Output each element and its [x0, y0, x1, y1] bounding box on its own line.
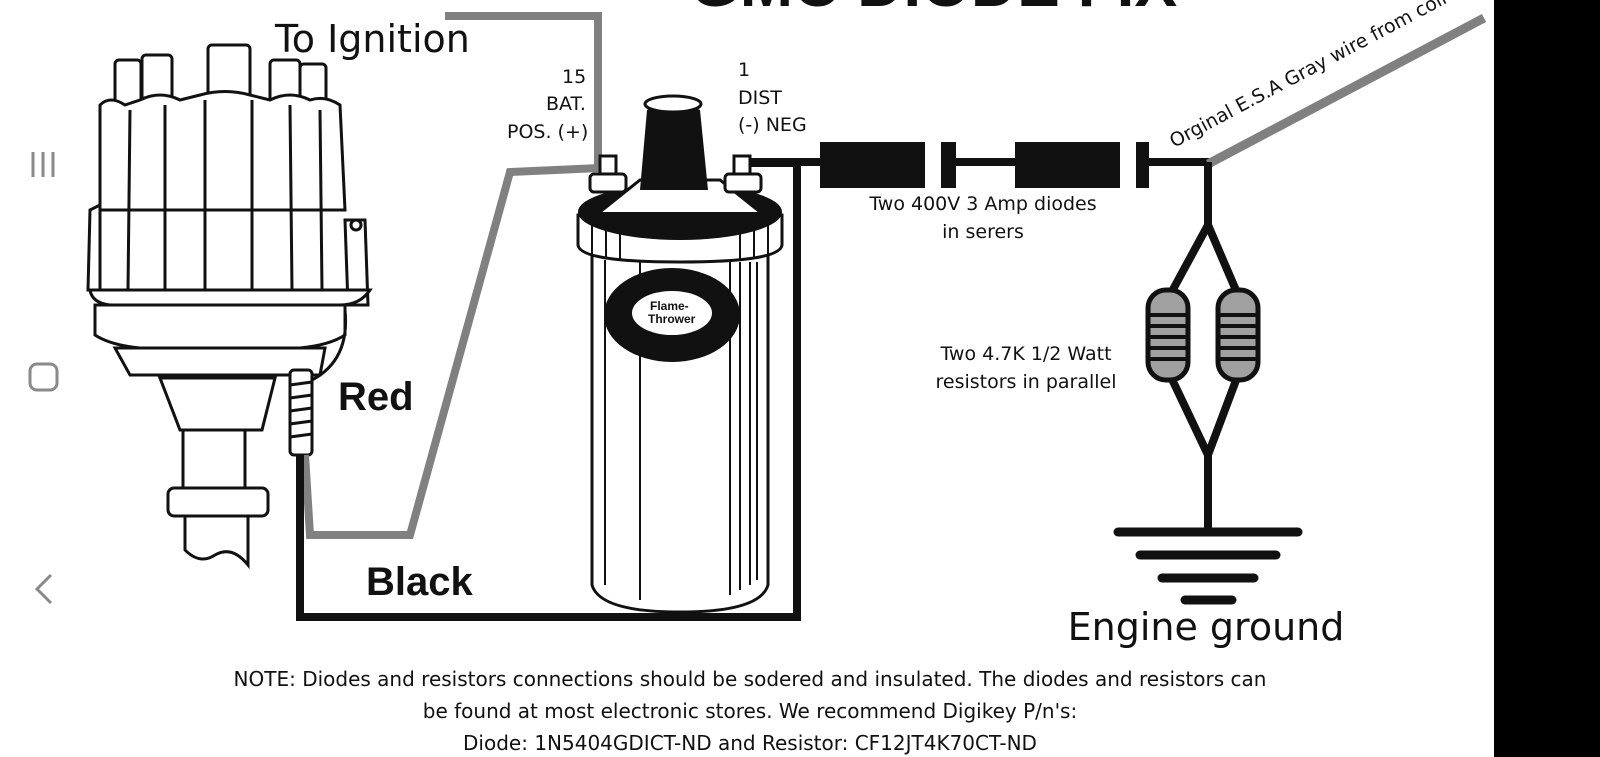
- resistor-network: [1166, 162, 1242, 528]
- resistor-2: [1215, 287, 1261, 383]
- note-line-1: NOTE: Diodes and resistors connections s…: [234, 667, 1267, 691]
- red-wire: [301, 164, 601, 539]
- ground-symbol: [1113, 527, 1303, 605]
- engine-ground-label: Engine ground: [1068, 605, 1345, 649]
- ignition-coil: Flame- Thrower: [576, 94, 784, 614]
- diode-1: [820, 142, 956, 188]
- resistors-label-line2: resistors in parallel: [935, 371, 1116, 393]
- pos-terminal-bat: BAT.: [546, 93, 586, 115]
- right-black-bar: [1494, 0, 1600, 757]
- ignition-wire: [445, 12, 602, 170]
- diode-2: [1015, 142, 1149, 188]
- note-line-3: Diode: 1N5404GDICT-ND and Resistor: CF12…: [463, 731, 1037, 755]
- black-wire-label: Black: [366, 560, 473, 604]
- distributor: [86, 43, 373, 570]
- diagram-title: GMC DIODE FIX: [690, 0, 1177, 20]
- neg-terminal-number: 1: [738, 59, 750, 81]
- resistor-1: [1145, 287, 1191, 383]
- neg-terminal-dist: DIST: [738, 87, 782, 109]
- diodes-label-line2: in serers: [942, 221, 1024, 243]
- home-button[interactable]: [20, 352, 66, 402]
- to-ignition-label: To Ignition: [274, 17, 470, 61]
- recent-apps-icon: [31, 152, 55, 177]
- home-icon: [28, 362, 59, 392]
- red-wire-label: Red: [338, 375, 414, 419]
- coil-brand-line2: Thrower: [648, 312, 696, 326]
- coil-brand-line1: Flame-: [650, 299, 689, 313]
- diodes-label-line1: Two 400V 3 Amp diodes: [868, 193, 1096, 215]
- recent-apps-button[interactable]: [20, 140, 66, 190]
- back-icon: [34, 573, 53, 605]
- neg-terminal-neg: (-) NEG: [738, 114, 807, 136]
- back-button[interactable]: [20, 565, 66, 615]
- gray-wire-label: Orginal E.S.A Gray wire from coil: [1166, 0, 1450, 152]
- note-line-2: be found at most electronic stores. We r…: [423, 699, 1077, 723]
- pos-terminal-pos: POS. (+): [507, 121, 588, 143]
- original-gray-wire: [1205, 14, 1487, 168]
- pos-terminal-number: 15: [562, 66, 586, 88]
- resistors-label-line1: Two 4.7K 1/2 Watt: [939, 343, 1111, 365]
